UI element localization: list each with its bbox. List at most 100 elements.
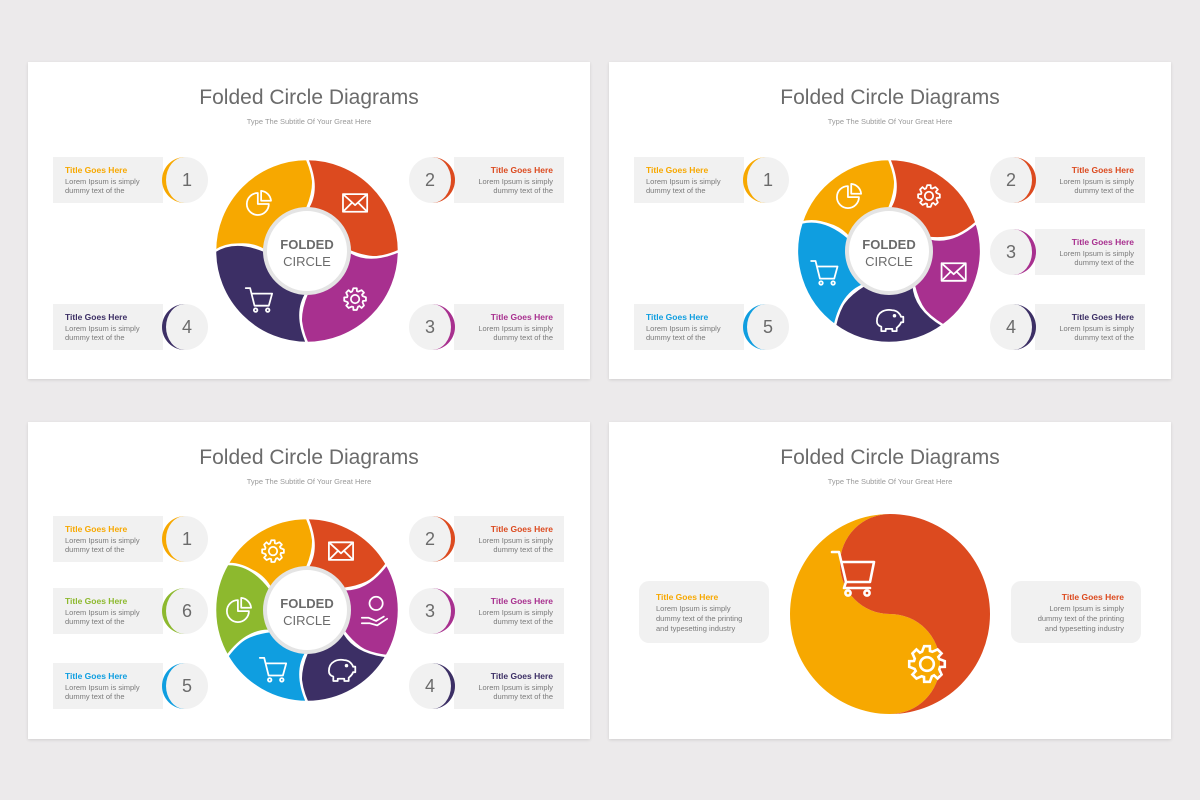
item-description: Lorem Ipsum is simply dummy text of the [478, 608, 553, 626]
item-card-6[interactable]: Title Goes Here Lorem Ipsum is simply du… [53, 588, 208, 634]
number-bubble [162, 663, 208, 709]
item-card-right[interactable]: Title Goes Here Lorem Ipsum is simply du… [1011, 581, 1141, 643]
number-bubble [743, 304, 789, 350]
item-number: 2 [424, 170, 435, 190]
envelope-icon [328, 541, 354, 561]
item-card-box [454, 157, 564, 203]
item-description: Lorem Ipsum is simply dummy text of the [478, 324, 553, 342]
number-bubble [743, 157, 789, 203]
center-label-line2: CIRCLE [283, 613, 331, 628]
number-bubble [990, 157, 1036, 203]
item-title: Title Goes Here [65, 524, 128, 534]
item-description: Lorem Ipsum is simply dummy text of the [646, 177, 721, 195]
envelope-icon [940, 262, 967, 282]
item-number: 1 [762, 170, 773, 190]
item-number: 4 [181, 317, 192, 337]
item-card-3[interactable]: Title Goes Here Lorem Ipsum is simply du… [409, 304, 564, 350]
center-label-line2: CIRCLE [283, 254, 331, 269]
item-card-2[interactable]: Title Goes Here Lorem Ipsum is simply du… [990, 157, 1145, 203]
item-number: 4 [1005, 317, 1016, 337]
item-card-box [53, 663, 163, 709]
item-card-4[interactable]: Title Goes Here Lorem Ipsum is simply du… [990, 304, 1145, 350]
item-card-1[interactable]: Title Goes Here Lorem Ipsum is simply du… [53, 516, 208, 562]
item-card-3[interactable]: Title Goes Here Lorem Ipsum is simply du… [409, 588, 564, 634]
envelope-icon [342, 193, 369, 213]
item-card-box [454, 516, 564, 562]
item-card-2[interactable]: Title Goes Here Lorem Ipsum is simply du… [409, 157, 564, 203]
item-description: Lorem Ipsum is simply dummy text of the [478, 683, 553, 701]
slide-6-segments: Folded Circle Diagrams Type The Subtitle… [28, 422, 590, 739]
item-card-box [634, 304, 744, 350]
center-label-line1: FOLDED [280, 596, 333, 611]
folded-circle-diagram: FOLDED CIRCLE [795, 157, 983, 345]
item-card-box [454, 304, 564, 350]
item-card-2[interactable]: Title Goes Here Lorem Ipsum is simply du… [409, 516, 564, 562]
folded-circle-diagram: FOLDED CIRCLE [213, 516, 401, 704]
item-title: Title Goes Here [1071, 165, 1134, 175]
item-card-3[interactable]: Title Goes Here Lorem Ipsum is simply du… [990, 229, 1145, 275]
pie-chart-icon [836, 183, 863, 209]
gear-icon [917, 184, 941, 208]
item-description: Lorem Ipsum is simply dummy text of the [1059, 249, 1134, 267]
number-bubble [990, 229, 1036, 275]
number-bubble [162, 157, 208, 203]
number-bubble [162, 304, 208, 350]
shopping-cart-icon [830, 550, 876, 597]
gear-icon [907, 644, 947, 684]
item-card-4[interactable]: Title Goes Here Lorem Ipsum is simply du… [409, 663, 564, 709]
item-card-left[interactable]: Title Goes Here Lorem Ipsum is simply du… [639, 581, 769, 643]
item-card-5[interactable]: Title Goes Here Lorem Ipsum is simply du… [53, 663, 208, 709]
shopping-cart-icon [258, 657, 288, 683]
item-number: 3 [424, 601, 435, 621]
slide-subtitle: Type The Subtitle Of Your Great Here [827, 477, 953, 486]
item-card-box [1035, 229, 1145, 275]
slide-4-segments: Folded Circle Diagrams Type The Subtitle… [28, 62, 590, 379]
item-title: Title Goes Here [1061, 592, 1124, 602]
item-description: Lorem Ipsum is simply dummy text of the [478, 536, 553, 554]
item-number: 6 [181, 601, 192, 621]
number-bubble [162, 588, 208, 634]
center-label-line2: CIRCLE [865, 254, 913, 269]
slide-subtitle: Type The Subtitle Of Your Great Here [827, 117, 953, 126]
item-title: Title Goes Here [490, 312, 553, 322]
item-number: 4 [424, 676, 435, 696]
slide-title: Folded Circle Diagrams [780, 86, 1000, 109]
center-label-line1: FOLDED [862, 237, 915, 252]
number-bubble [162, 516, 208, 562]
item-title: Title Goes Here [1071, 237, 1134, 247]
item-card-4[interactable]: Title Goes Here Lorem Ipsum is simply du… [53, 304, 208, 350]
item-title: Title Goes Here [490, 596, 553, 606]
item-card-box [53, 157, 163, 203]
item-title: Title Goes Here [65, 596, 128, 606]
segment-red [840, 514, 990, 714]
slide-title: Folded Circle Diagrams [780, 446, 1000, 469]
item-card-box [454, 588, 564, 634]
item-description: Lorem Ipsum is simply dummy text of the [65, 608, 140, 626]
item-description: Lorem Ipsum is simply dummy text of the [1059, 324, 1134, 342]
item-description: Lorem Ipsum is simply dummy text of the … [656, 604, 743, 633]
number-bubble [409, 663, 455, 709]
center-circle [845, 207, 933, 295]
number-bubble [990, 304, 1036, 350]
gear-icon [343, 287, 367, 311]
item-title: Title Goes Here [490, 165, 553, 175]
item-title: Title Goes Here [646, 165, 709, 175]
item-card-box [53, 516, 163, 562]
item-number: 2 [424, 529, 435, 549]
item-number: 3 [424, 317, 435, 337]
item-title: Title Goes Here [65, 671, 128, 681]
item-number: 2 [1005, 170, 1016, 190]
money-hand-icon [360, 595, 388, 627]
item-card-1[interactable]: Title Goes Here Lorem Ipsum is simply du… [53, 157, 208, 203]
item-title: Title Goes Here [490, 524, 553, 534]
item-title: Title Goes Here [1071, 312, 1134, 322]
item-card-box [1035, 304, 1145, 350]
item-card-5[interactable]: Title Goes Here Lorem Ipsum is simply du… [634, 304, 789, 350]
item-description: Lorem Ipsum is simply dummy text of the [478, 177, 553, 195]
item-card-1[interactable]: Title Goes Here Lorem Ipsum is simply du… [634, 157, 789, 203]
item-description: Lorem Ipsum is simply dummy text of the [65, 683, 140, 701]
center-circle [263, 207, 351, 295]
slide-subtitle: Type The Subtitle Of Your Great Here [246, 117, 372, 126]
item-card-box [53, 304, 163, 350]
number-bubble [409, 588, 455, 634]
